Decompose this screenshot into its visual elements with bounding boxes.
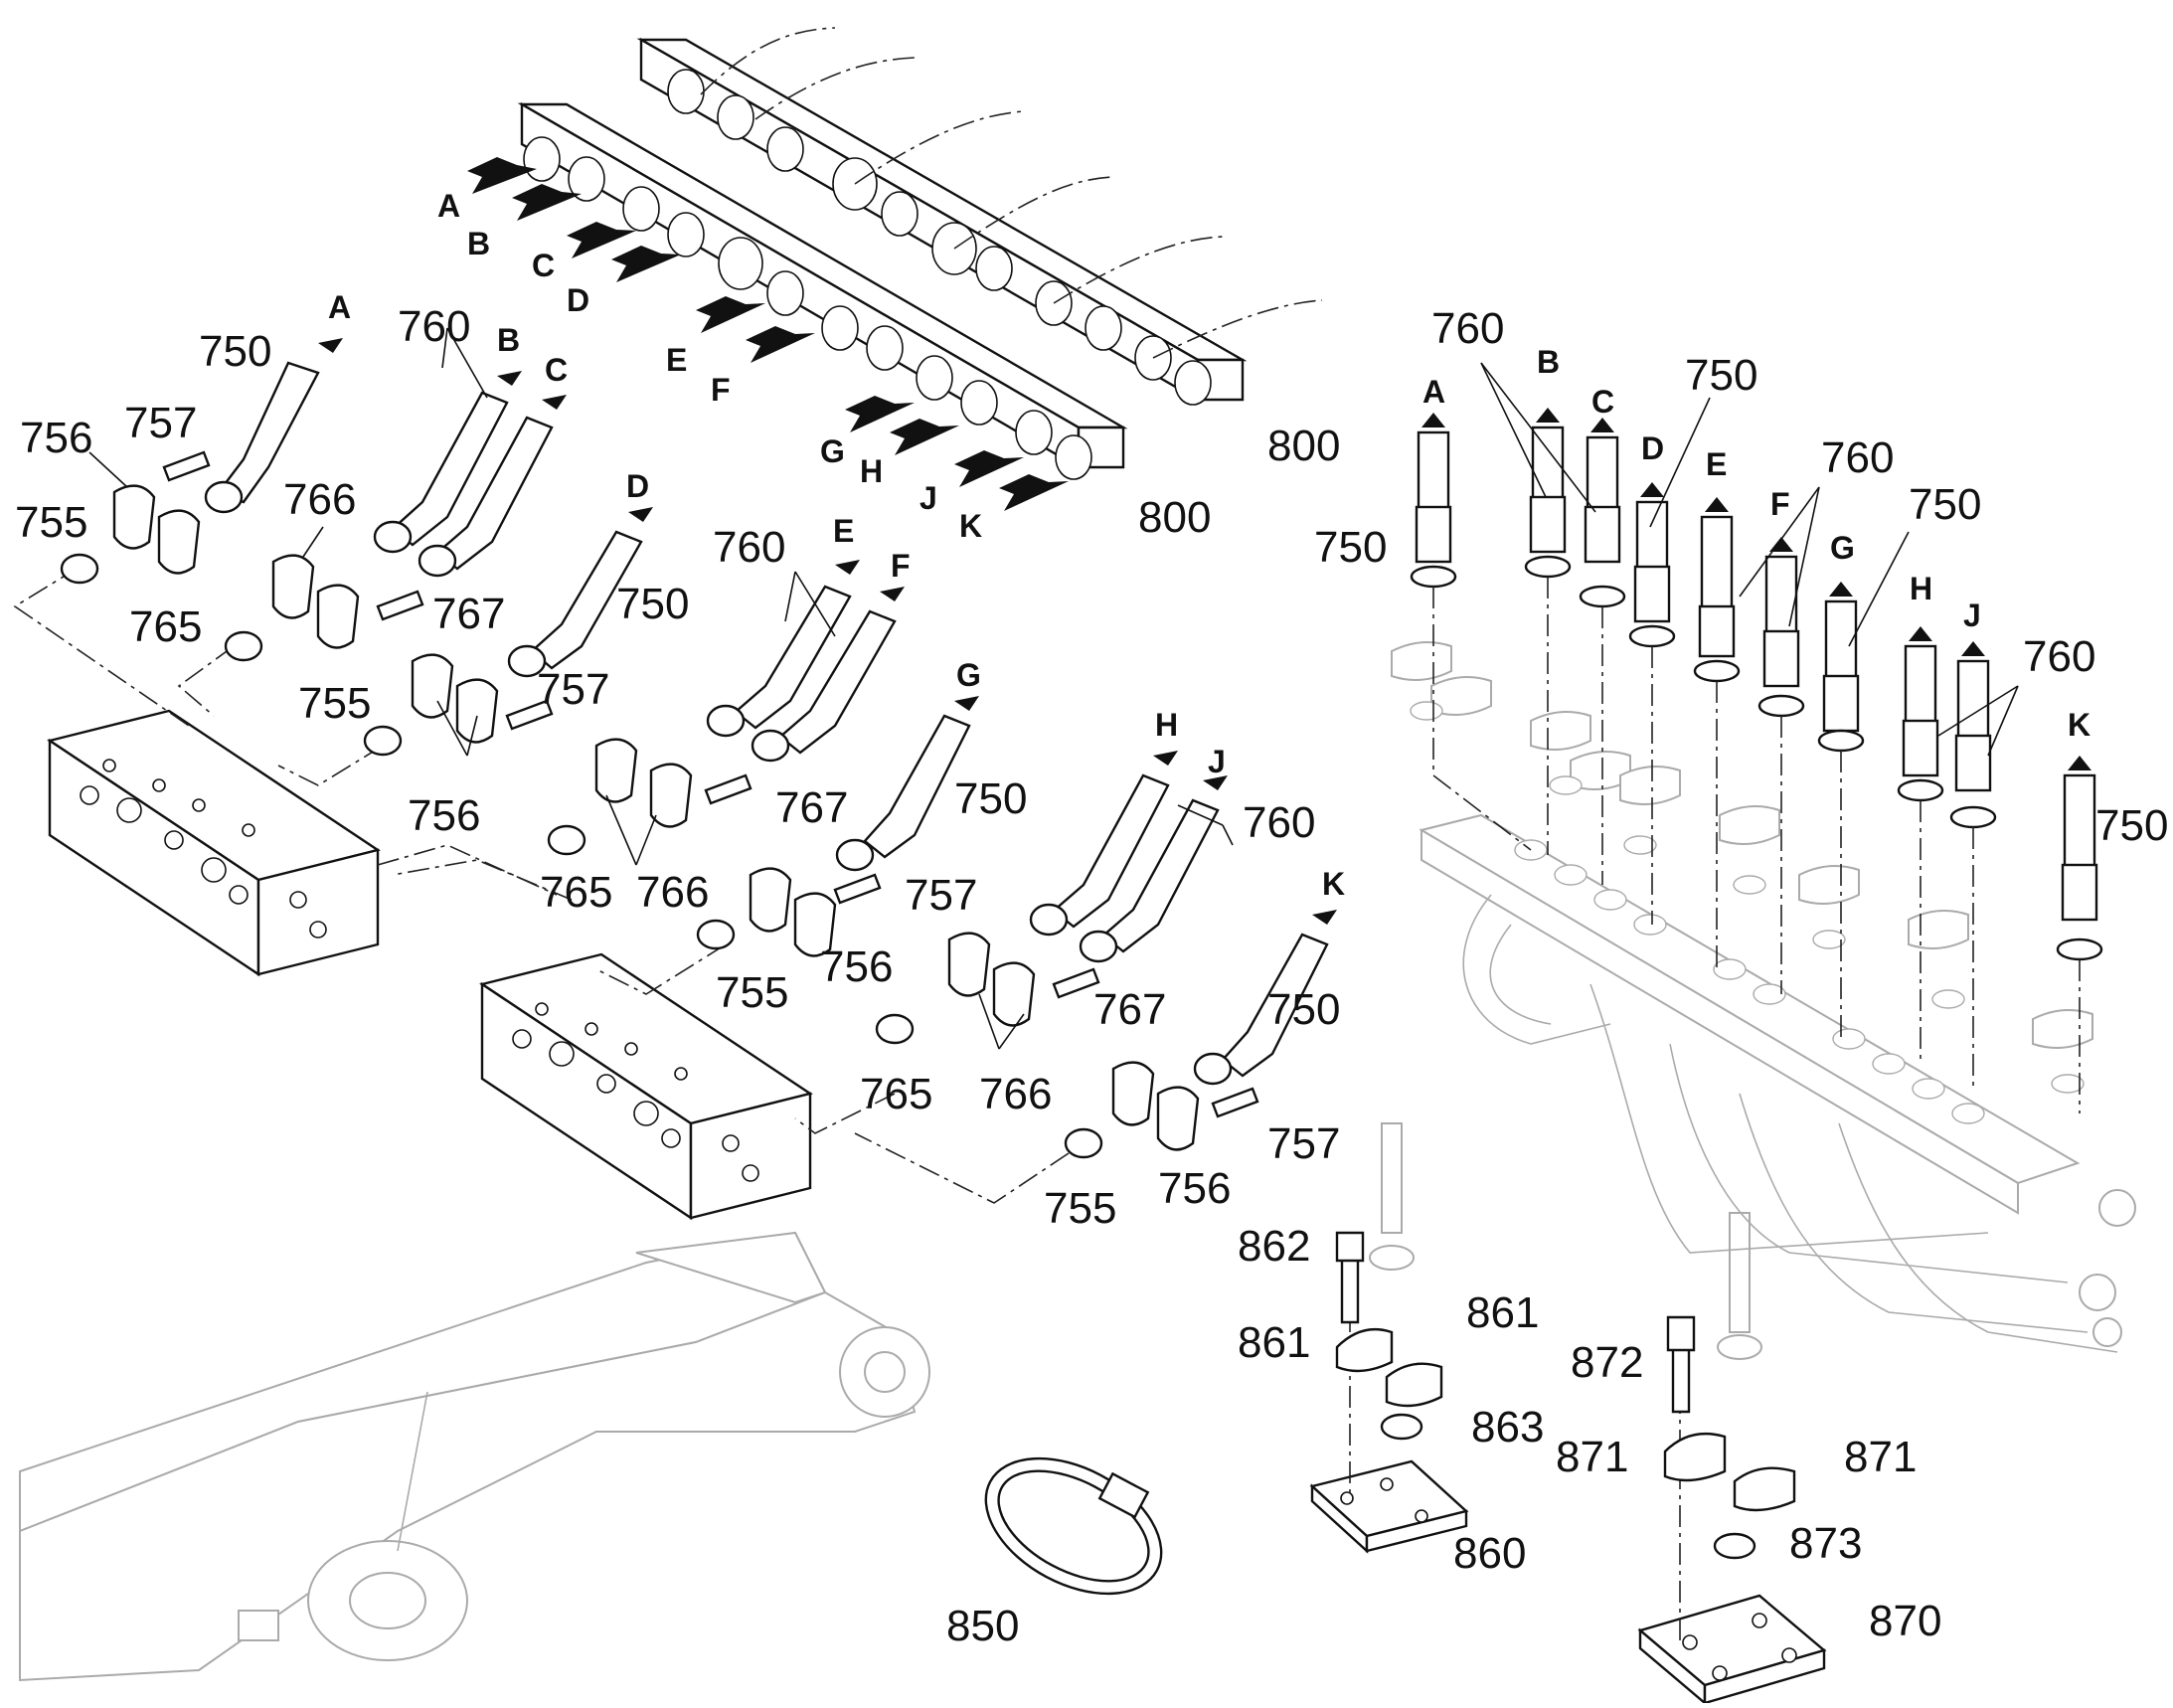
mount-plate-870 [1637,1212,1827,1706]
bar-letter-J: J [919,480,937,516]
callout-760-a: 760 [398,302,470,351]
flange-parts-left [60,450,1259,1159]
right-letter-J: J [1963,598,1981,633]
callout-757-a: 757 [124,399,197,447]
hose-strap [984,1456,1163,1596]
bar-letter-C: C [532,248,555,283]
callout-766-b: 766 [636,868,709,917]
callout-760-f: 760 [2023,632,2095,681]
callout-862: 862 [1238,1222,1310,1271]
hose-letter-E: E [833,513,854,549]
right-letter-H: H [1910,571,1932,606]
callout-766-c: 766 [979,1070,1052,1118]
right-letter-F: F [1770,486,1790,522]
callout-750-e: 750 [1685,351,1757,400]
callout-871-a: 871 [1556,1433,1628,1481]
hose-letter-D: D [626,468,649,504]
right-hose-arrows [1421,408,2091,770]
callout-757-d: 757 [1267,1119,1340,1168]
right-letter-A: A [1422,374,1445,410]
callout-750-c: 750 [954,774,1027,823]
callout-800-a: 800 [1267,422,1340,470]
bar-letter-F: F [711,372,731,408]
callout-757-b: 757 [537,665,609,714]
callout-755-d: 755 [1044,1184,1116,1233]
hose-letter-G: G [956,657,981,693]
callout-755-a: 755 [15,498,87,547]
callout-765-b: 765 [540,868,612,917]
bar-center-lines [700,27,1323,359]
callout-861-b: 861 [1466,1288,1539,1337]
right-letter-D: D [1641,430,1664,466]
boom-arm [19,1231,930,1682]
callout-756-b: 756 [408,791,480,840]
bar-letter-D: D [567,282,589,318]
right-letter-K: K [2068,707,2090,743]
callout-872: 872 [1571,1338,1643,1387]
hose-letter-B: B [497,322,520,358]
hose-letter-F: F [891,548,911,584]
callout-756-c: 756 [820,942,893,991]
bar-letter-H: H [860,453,883,489]
callout-760-e: 760 [1821,433,1894,482]
hose-arrows [318,338,1337,925]
bar-letter-K: K [959,508,982,544]
callout-870: 870 [1869,1597,1941,1645]
leader-lines-right [1480,362,2019,757]
callout-860: 860 [1453,1529,1526,1578]
callout-767-b: 767 [775,783,848,832]
clamp-bar-front [517,101,1128,480]
callout-757-c: 757 [905,871,977,920]
callout-863: 863 [1471,1403,1544,1452]
callout-850: 850 [946,1602,1019,1650]
right-letter-E: E [1706,446,1727,482]
hose-letter-J: J [1208,744,1226,779]
hose-letter-A: A [328,289,351,325]
callout-750-h: 750 [2095,801,2168,850]
callout-760-c: 760 [1243,798,1315,847]
block-center-lines [13,566,1070,1204]
callout-750-b: 750 [616,580,689,628]
callout-756-d: 756 [1158,1164,1231,1213]
bar-letter-E: E [666,342,687,378]
hose-letter-C: C [545,352,568,388]
callout-755-b: 755 [298,679,371,728]
right-assembly-ghost [1391,641,2136,1353]
valve-block-lower [479,952,813,1221]
bar-letter-G: G [820,433,845,469]
hose-letter-H: H [1155,707,1178,743]
right-letter-G: G [1830,530,1855,566]
mount-plate-860 [1309,1122,1469,1554]
callout-766-a: 766 [283,475,356,524]
right-letter-B: B [1537,344,1560,380]
callout-755-c: 755 [716,968,788,1017]
hoses-left [204,361,1329,1086]
callout-756-a: 756 [20,414,92,462]
right-letter-C: C [1591,384,1614,420]
right-center-lines [1432,577,2081,1113]
callout-767-a: 767 [432,590,505,638]
callout-750-a: 750 [199,327,271,376]
hose-letter-K: K [1322,866,1345,902]
leader-lines-left [88,327,1234,1050]
callout-750-d: 750 [1267,985,1340,1034]
valve-block-upper [47,709,381,977]
callout-760-b: 760 [713,523,785,572]
bar-letter-A: A [437,188,460,224]
callout-750-f: 750 [1314,523,1387,572]
callout-750-g: 750 [1909,480,1981,529]
callout-760-d: 760 [1431,304,1504,353]
callout-800-b: 800 [1138,493,1211,542]
callout-861-a: 861 [1238,1318,1310,1367]
callout-765-a: 765 [129,602,202,651]
callout-873: 873 [1789,1519,1862,1568]
bar-arrows [467,157,1069,511]
bar-letter-B: B [467,226,490,261]
callout-767-c: 767 [1093,985,1166,1034]
callout-765-c: 765 [860,1070,932,1118]
callout-871-b: 871 [1844,1433,1917,1481]
